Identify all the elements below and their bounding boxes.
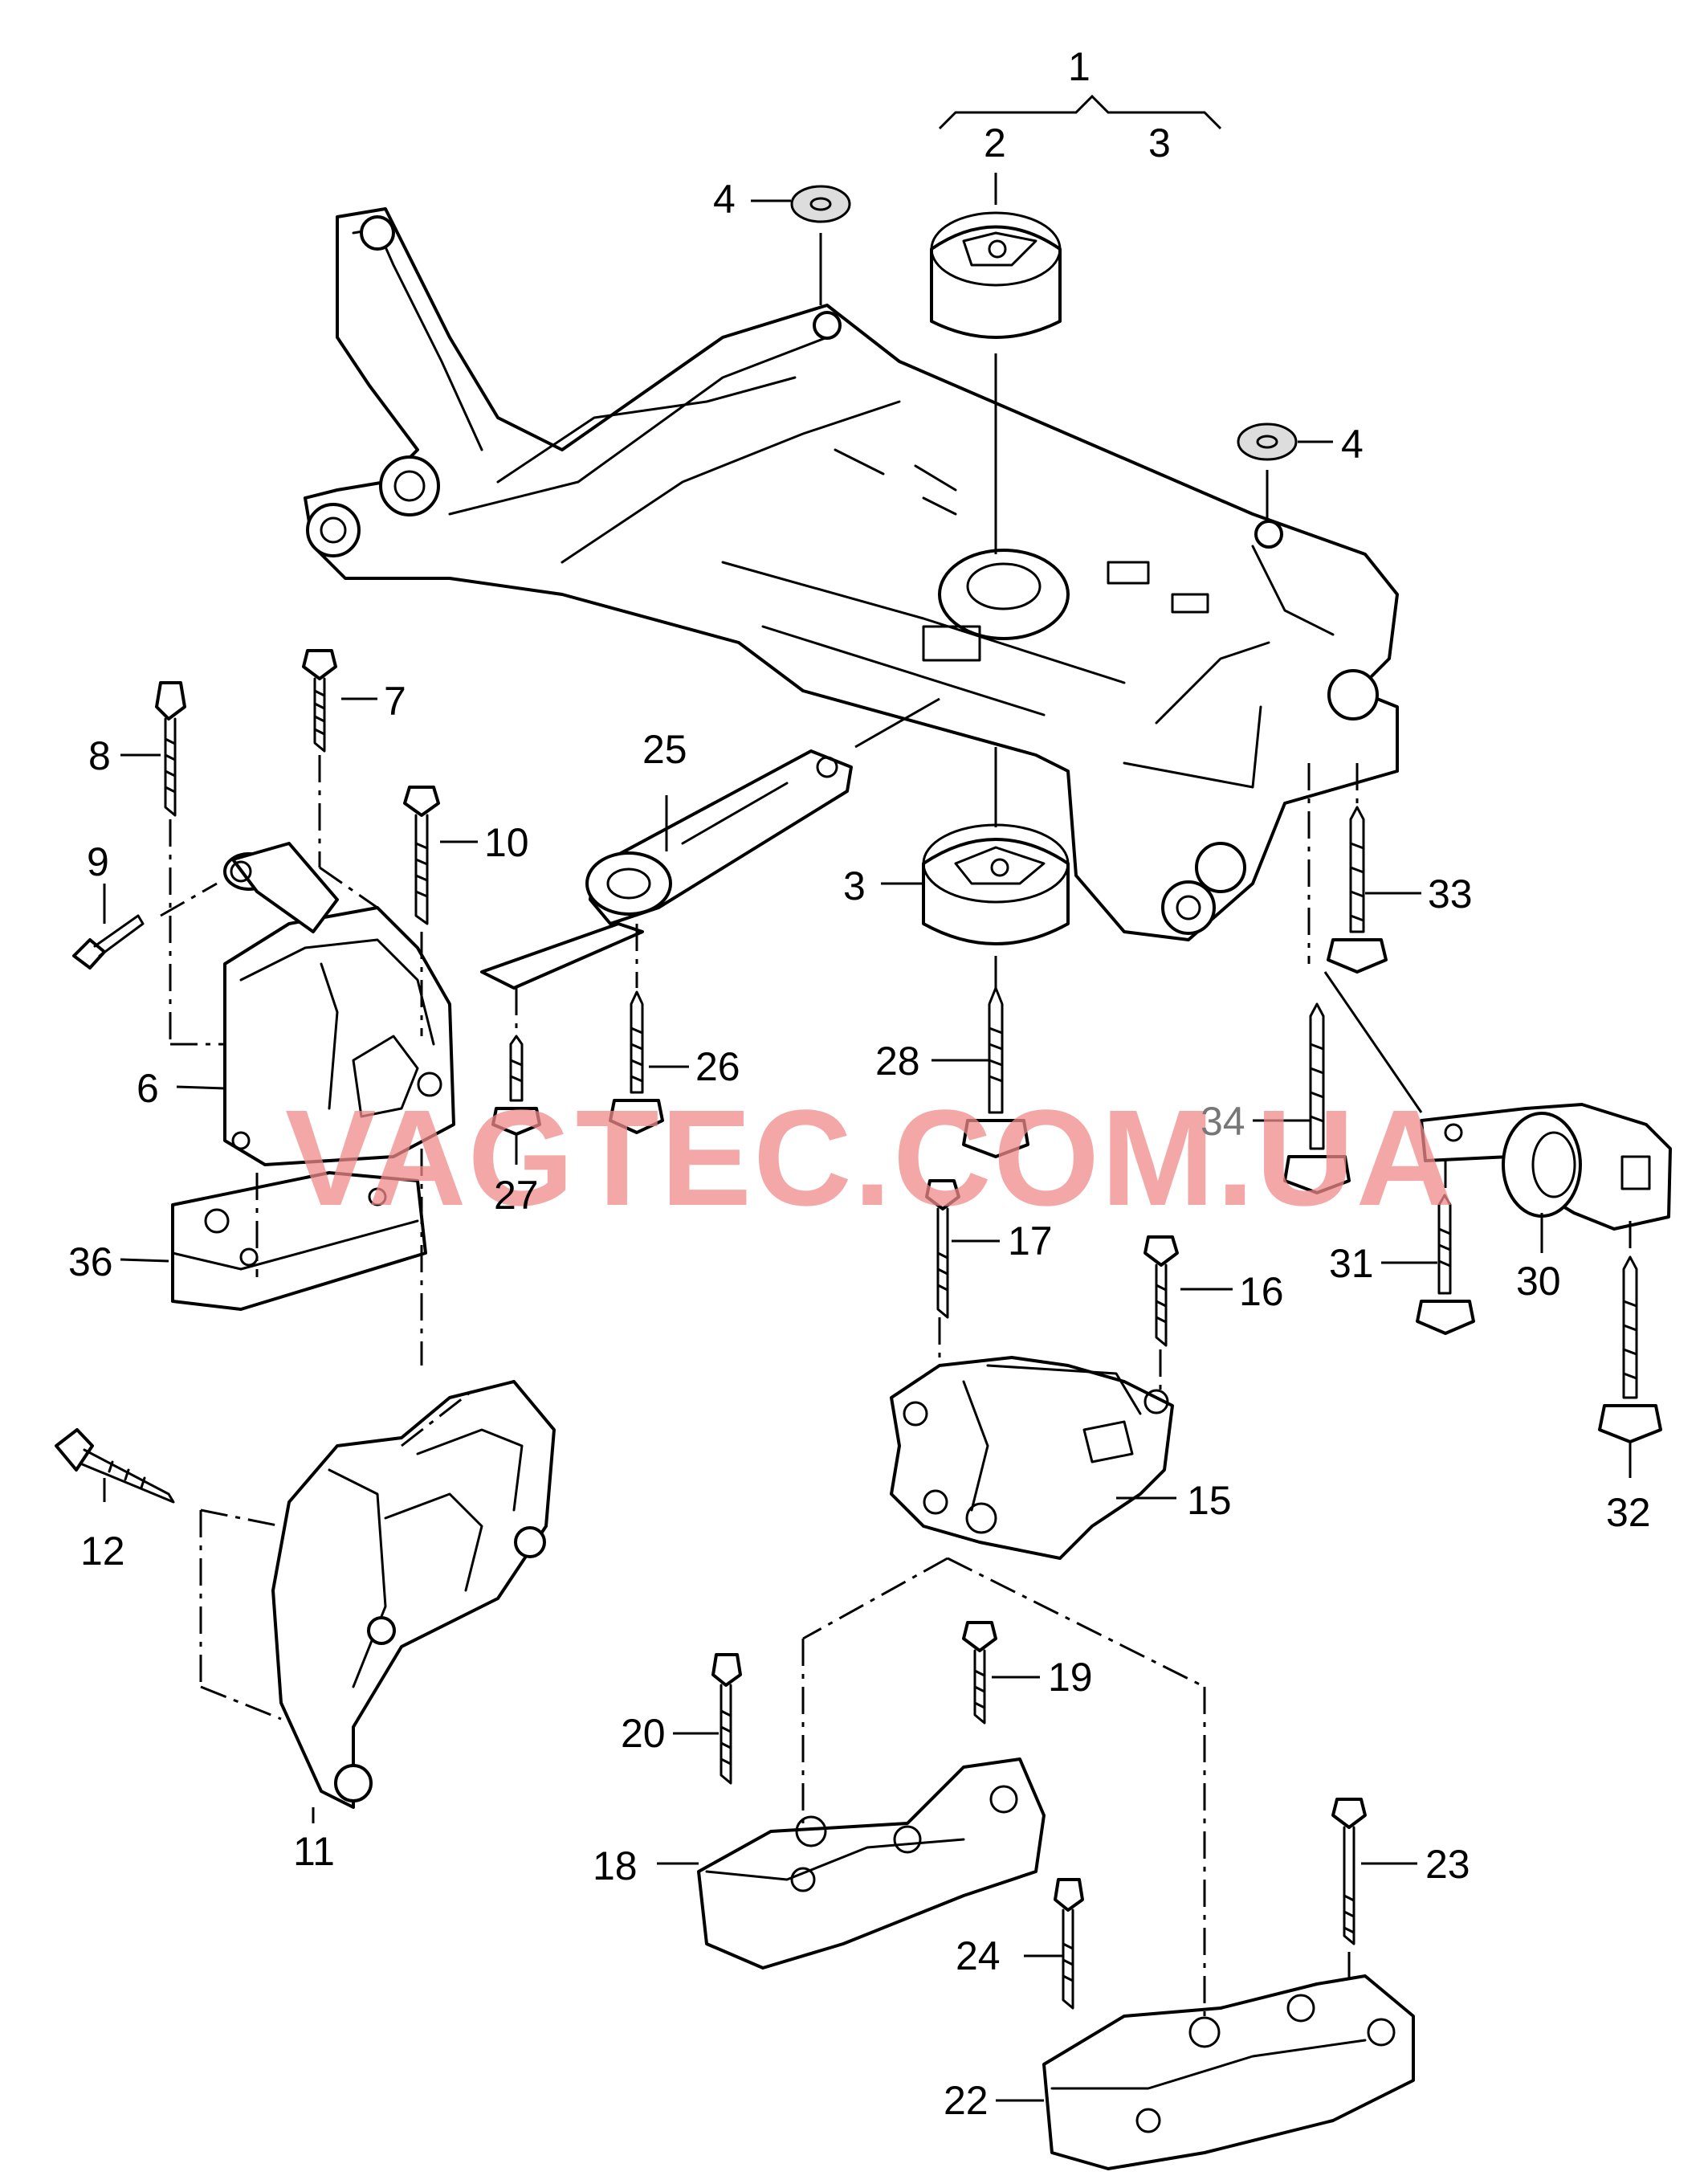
washer-4-left: [790, 185, 851, 223]
bolt-10: [403, 786, 440, 925]
bolt-16: [1143, 1235, 1179, 1347]
bolt-20: [711, 1653, 742, 1785]
callout-32: 32: [1606, 1490, 1651, 1535]
callout-33: 33: [1428, 872, 1473, 916]
callout-19: 19: [1048, 1655, 1093, 1700]
bolt-24: [1054, 1878, 1084, 2010]
bolt-19: [962, 1621, 997, 1725]
bolt-32: [1598, 1255, 1662, 1443]
bolt-23: [1331, 1798, 1367, 1945]
engine-mount-left: [223, 842, 455, 1166]
callout-36: 36: [68, 1239, 113, 1284]
callout-27: 27: [494, 1173, 539, 1218]
subframe: [304, 207, 1399, 941]
bolt-31: [1416, 1194, 1475, 1335]
washer-4-right: [1237, 423, 1298, 461]
callout-3-lower: 3: [843, 863, 866, 908]
callout-28: 28: [875, 1039, 920, 1084]
callout-11: 11: [293, 1829, 335, 1874]
rubber-bushing-lower: [922, 823, 1070, 945]
engine-bracket-36: [171, 1171, 427, 1311]
callout-18: 18: [593, 1843, 638, 1888]
callout-25: 25: [642, 727, 687, 772]
transmission-console-22: [1042, 1974, 1415, 2170]
leader-lines: [103, 94, 1632, 2102]
bolt-12: [55, 1428, 175, 1504]
torque-rod-25: [480, 749, 853, 990]
callout-7: 7: [384, 679, 406, 724]
callout-20: 20: [621, 1711, 666, 1756]
callout-34: 34: [1201, 1099, 1245, 1144]
callout-26: 26: [695, 1044, 740, 1089]
callout-16: 16: [1239, 1269, 1284, 1314]
bolt-9: [72, 914, 145, 970]
callout-17: 17: [1008, 1219, 1053, 1263]
assembly-lines: [160, 233, 1632, 2024]
engine-carrier-11: [271, 1380, 556, 1809]
bearing-bracket-30: [1420, 1103, 1672, 1231]
callout-labels: 1 2 3 4 4 3 6 7 8 9 10 11 12 15 16 17 18…: [68, 44, 1651, 2123]
callout-24: 24: [956, 1933, 1001, 1978]
callout-1: 1: [1068, 44, 1090, 89]
callout-31: 31: [1329, 1241, 1374, 1286]
bolt-8: [155, 681, 186, 817]
bolt-7: [302, 649, 337, 753]
callout-8: 8: [88, 733, 111, 778]
callout-12: 12: [80, 1529, 125, 1574]
rubber-bushing-upper: [930, 211, 1062, 339]
bolt-33: [1327, 806, 1388, 974]
callout-10: 10: [484, 820, 529, 865]
callout-2: 2: [984, 120, 1006, 165]
bolt-17: [925, 1179, 960, 1319]
bolt-26: [609, 990, 664, 1134]
callout-30: 30: [1516, 1259, 1561, 1304]
callout-3: 3: [1148, 120, 1171, 165]
watermark-text: VAGTEC.COM.UA: [285, 1082, 1456, 1235]
callout-6: 6: [137, 1066, 159, 1111]
bolt-27: [491, 1035, 541, 1136]
callout-4-right: 4: [1341, 422, 1364, 467]
bolt-28: [962, 986, 1029, 1158]
callout-22: 22: [944, 2078, 989, 2123]
callout-9: 9: [87, 839, 109, 884]
callout-15: 15: [1187, 1478, 1232, 1523]
callout-4-left: 4: [713, 177, 736, 222]
transmission-console-18: [697, 1757, 1046, 1970]
callout-23: 23: [1425, 1842, 1470, 1887]
transmission-mount-15: [890, 1356, 1174, 1560]
bolt-34: [1283, 1002, 1351, 1194]
